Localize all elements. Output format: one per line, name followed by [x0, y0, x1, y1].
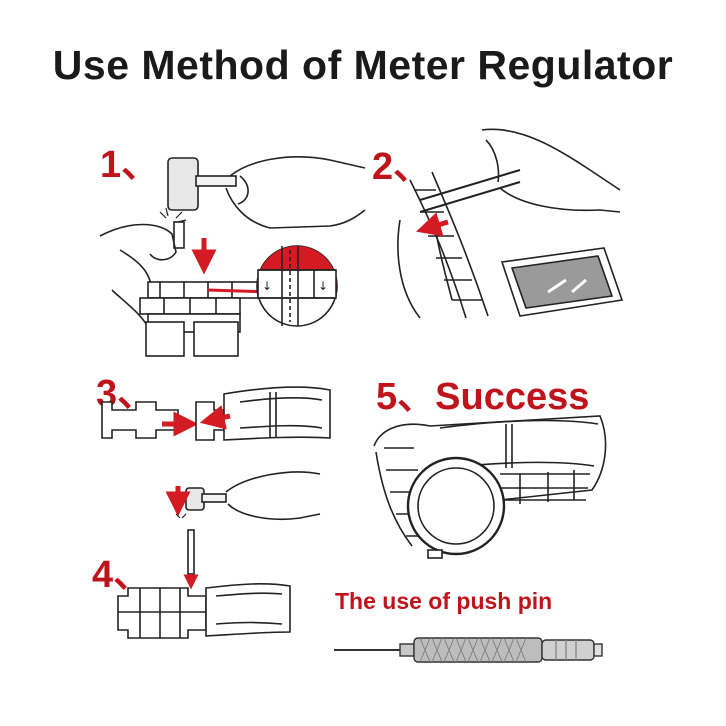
hand-icon-step4 — [225, 471, 321, 521]
watch-bracelet — [373, 415, 607, 547]
hand-with-tweezer-icon — [481, 128, 621, 213]
step-2-label: 2、 — [372, 146, 432, 188]
pin-tray-icon — [500, 247, 624, 317]
bracelet-links-step1 — [139, 281, 259, 357]
hammer-icon — [167, 157, 237, 211]
tweezer-icon — [419, 169, 521, 213]
watch-strap-step2 — [409, 171, 489, 319]
push-pin-caption: The use of push pin — [335, 588, 553, 614]
svg-text:↓: ↓ — [262, 279, 272, 293]
left-hand-icon-step2 — [397, 219, 453, 319]
bracelet-section-right — [195, 386, 331, 441]
step-2-illustration — [397, 128, 624, 319]
step-1-illustration: ↓ ↓ — [99, 156, 366, 357]
push-pin-tool-icon — [334, 637, 603, 663]
right-hand-icon — [225, 156, 366, 229]
step-5-success-label: 5、Success — [376, 376, 590, 418]
step-4-illustration — [117, 471, 321, 639]
step-5-watch-illustration — [373, 415, 607, 559]
svg-text:↓: ↓ — [318, 279, 328, 293]
bracelet-section-step4 — [117, 583, 291, 639]
step-1-label: 1、 — [100, 144, 160, 186]
pin-icon — [187, 529, 195, 575]
page-title: Use Method of Meter Regulator — [52, 42, 674, 88]
zoom-detail-circle: ↓ ↓ — [256, 245, 338, 327]
bracelet-section-left — [101, 401, 179, 439]
step-3-illustration — [101, 386, 331, 441]
watch-face — [406, 456, 506, 559]
